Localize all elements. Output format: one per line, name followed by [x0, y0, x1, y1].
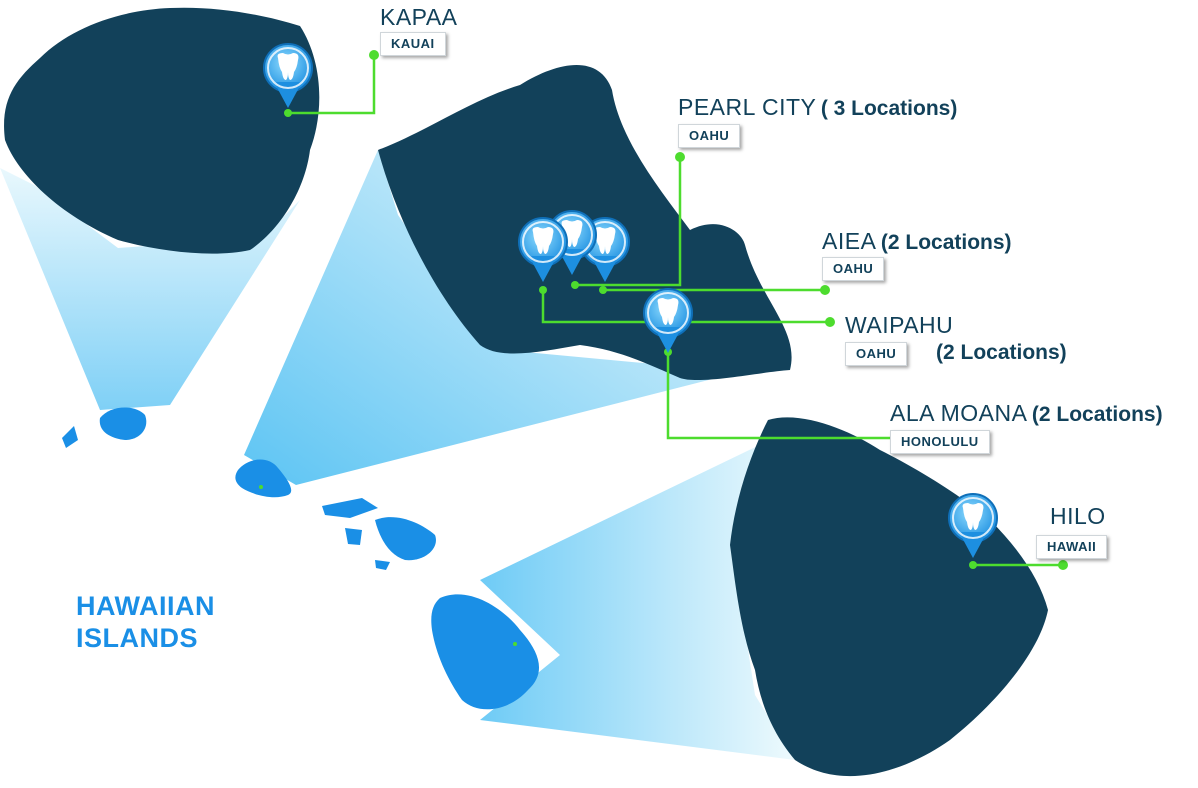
location-city-ala-moana: ALA MOANA: [890, 400, 1028, 426]
location-island-oahu-waipahu: OAHU: [845, 342, 908, 366]
small-big-island: [431, 594, 540, 710]
location-island-hawaii: HAWAII: [1036, 535, 1108, 559]
location-city-waipahu: WAIPAHU: [845, 312, 954, 338]
map-title: HAWAIIAN ISLANDS: [76, 590, 215, 654]
kauai-island: [4, 7, 320, 254]
small-niihau: [62, 426, 78, 448]
small-lanai: [345, 528, 362, 545]
location-city-hilo: HILO: [1050, 503, 1106, 529]
small-molokai: [322, 498, 378, 518]
big-island: [730, 417, 1048, 777]
small-kauai: [99, 407, 147, 440]
location-city-aiea: AIEA: [822, 228, 877, 254]
location-city-pearl-city: PEARL CITY: [678, 94, 817, 120]
location-count-pearl-city: ( 3 Locations): [820, 97, 958, 120]
location-count-ala-moana: (2 Locations): [1031, 403, 1163, 426]
small-maui: [375, 517, 436, 561]
location-aiea: AIEA (2 Locations): [822, 228, 1012, 255]
location-count-waipahu: (2 Locations): [936, 341, 1067, 364]
location-island-oahu-aiea: OAHU: [822, 257, 885, 281]
small-oahu: [235, 459, 292, 498]
location-ala-moana: ALA MOANA (2 Locations): [890, 400, 1163, 427]
connector-lines: [288, 53, 1063, 567]
location-island-oahu-pearl-city: OAHU: [678, 124, 741, 148]
small-kahoolawe: [375, 560, 390, 570]
location-island-honolulu: HONOLULU: [890, 430, 990, 454]
map-title-line-2: ISLANDS: [76, 623, 199, 653]
location-island-kauai: KAUAI: [380, 32, 446, 56]
location-city-kapaa: KAPAA: [380, 4, 458, 30]
map-title-line-1: HAWAIIAN: [76, 591, 215, 621]
location-count-aiea: (2 Locations): [880, 231, 1012, 254]
location-pearl-city: PEARL CITY ( 3 Locations): [678, 94, 957, 121]
